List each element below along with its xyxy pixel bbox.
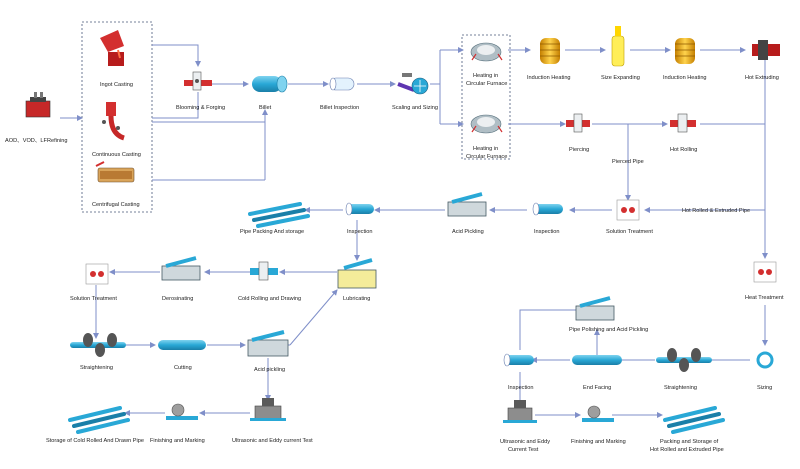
label-ultrasonic-right-b: Current Test: [508, 447, 539, 453]
label-pipe-packing: Pipe Packing And storage: [240, 229, 304, 235]
solution-furnace-icon: [616, 199, 640, 221]
expander-icon: [611, 26, 625, 67]
pickling-tank-icon: [337, 258, 377, 289]
sizing-ring-icon: [756, 351, 774, 369]
label-induction-1: Induction Heating: [527, 75, 571, 81]
billet-inspection-icon: [503, 353, 534, 367]
label-cutting: Cutting: [174, 365, 192, 371]
label-pierced-pipe: Pierced Pipe: [612, 159, 644, 165]
label-acid-pickling-bottom: Acid pickling: [254, 367, 285, 373]
label-lubricating: Lubricating: [343, 296, 370, 302]
forging-press-icon: [184, 71, 212, 91]
label-heating-1a: Heating in: [473, 73, 498, 79]
centrifugal-caster-icon: [95, 161, 135, 183]
label-aod: AOD、VOD、LFRefining: [5, 138, 67, 144]
label-scaling-sizing: Scaling and Sizing: [392, 105, 438, 111]
label-packing-hot-a: Packing and Storage of: [660, 439, 719, 445]
straightener-icon: [70, 333, 126, 357]
marking-machine-icon: [582, 405, 614, 422]
label-induction-2: Induction Heating: [663, 75, 707, 81]
roll-stand-icon: [250, 261, 278, 281]
billet-inspection-icon: [532, 202, 563, 216]
label-piercing: Piercing: [569, 147, 589, 153]
ingot-mold-icon: [100, 30, 124, 66]
label-size-expanding: Size Expanding: [601, 75, 640, 81]
label-inspection-top: Inspection: [347, 229, 373, 235]
label-inspection-right: Inspection: [508, 385, 534, 391]
label-hot-rolled-extruded: Hot Rolled & Extruded Pipe: [682, 208, 750, 214]
labels: AOD、VOD、LFRefining Ingot Casting Continu…: [5, 73, 784, 453]
pickling-tank-icon: [247, 330, 289, 357]
continuous-caster-icon: [102, 102, 125, 141]
label-continuous-casting: Continuous Casting: [92, 152, 141, 158]
billet-inspection-icon: [345, 202, 374, 216]
billet-inspection-icon: [329, 77, 355, 91]
roll-stand-icon: [670, 113, 696, 133]
ultrasonic-tester-icon: [503, 400, 537, 423]
label-heating-2a: Heating in: [473, 146, 498, 152]
circular-furnace-icon: [470, 114, 503, 134]
label-packing-hot-b: Hot Rolled and Extruded Pipe: [650, 447, 724, 453]
induction-coil-icon: [540, 38, 560, 64]
label-hot-extruding: Hot Extruding: [745, 75, 779, 81]
label-straightening-right: Straightening: [664, 385, 697, 391]
billet-icon: [572, 355, 622, 365]
label-finishing-left: Finishing and Marking: [150, 438, 205, 444]
induction-coil-icon: [675, 38, 695, 64]
ultrasonic-tester-icon: [250, 398, 286, 421]
roll-stand-icon: [566, 113, 590, 133]
pipe-bundle-icon: [663, 406, 725, 434]
furnace-group-box: [461, 34, 511, 160]
label-billet: Billet: [259, 105, 272, 111]
label-hot-rolling: Hot Rolling: [670, 147, 697, 153]
label-heating-1b: Circular Furnace: [466, 81, 507, 87]
label-billet-inspection: Billet Inspection: [320, 105, 359, 111]
solution-furnace-icon: [753, 261, 777, 283]
pipe-bundle-icon: [68, 406, 130, 434]
marking-machine-icon: [166, 403, 198, 420]
pickling-tank-icon: [161, 256, 201, 281]
label-finishing-right: Finishing and Marking: [571, 439, 626, 445]
solution-furnace-icon: [85, 263, 109, 285]
straightener-icon: [656, 348, 712, 372]
ladle-icon: [25, 92, 51, 118]
label-ingot-casting: Ingot Casting: [100, 82, 133, 88]
label-storage-cold: Storage of Cold Rolled And Drawn Pipe: [46, 438, 144, 444]
circular-furnace-icon: [470, 42, 503, 62]
label-end-facing: End Facing: [583, 385, 611, 391]
scaling-machine-icon: [397, 73, 429, 95]
label-heat-treatment: Heat Treatment: [745, 295, 784, 301]
label-ultrasonic-right-a: Ultrasonic and Eddy: [500, 439, 550, 445]
billet-icon: [158, 340, 206, 350]
label-heating-2b: Circular Furnace: [466, 154, 507, 160]
label-inspection-mid: Inspection: [534, 229, 560, 235]
pickling-tank-icon: [447, 192, 487, 217]
label-solution-treatment-top: Solution Treatment: [606, 229, 653, 235]
label-polishing: Pipe Polishing and Acid Pickling: [569, 327, 648, 333]
label-sizing: Sizing: [757, 385, 772, 391]
label-blooming-forging: Blooming & Forging: [176, 105, 225, 111]
billet-icon: [252, 75, 288, 93]
label-centrifugal-casting: Centrifugal Casting: [92, 202, 140, 208]
pickling-tank-icon: [575, 296, 615, 321]
label-solution-treatment-left: Solution Treatment: [70, 296, 117, 302]
label-derosinating: Derosinating: [162, 296, 193, 302]
label-acid-pickling-top: Acid Pickling: [452, 229, 484, 235]
extrusion-press-icon: [752, 40, 780, 60]
casting-group-box: [81, 21, 153, 213]
pipe-bundle-icon: [248, 202, 310, 228]
label-straightening-left: Straightening: [80, 365, 113, 371]
label-cold-rolling: Cold Rolling and Drawing: [238, 296, 301, 302]
label-ultrasonic-left: Ultrasonic and Eddy current Test: [232, 438, 313, 444]
